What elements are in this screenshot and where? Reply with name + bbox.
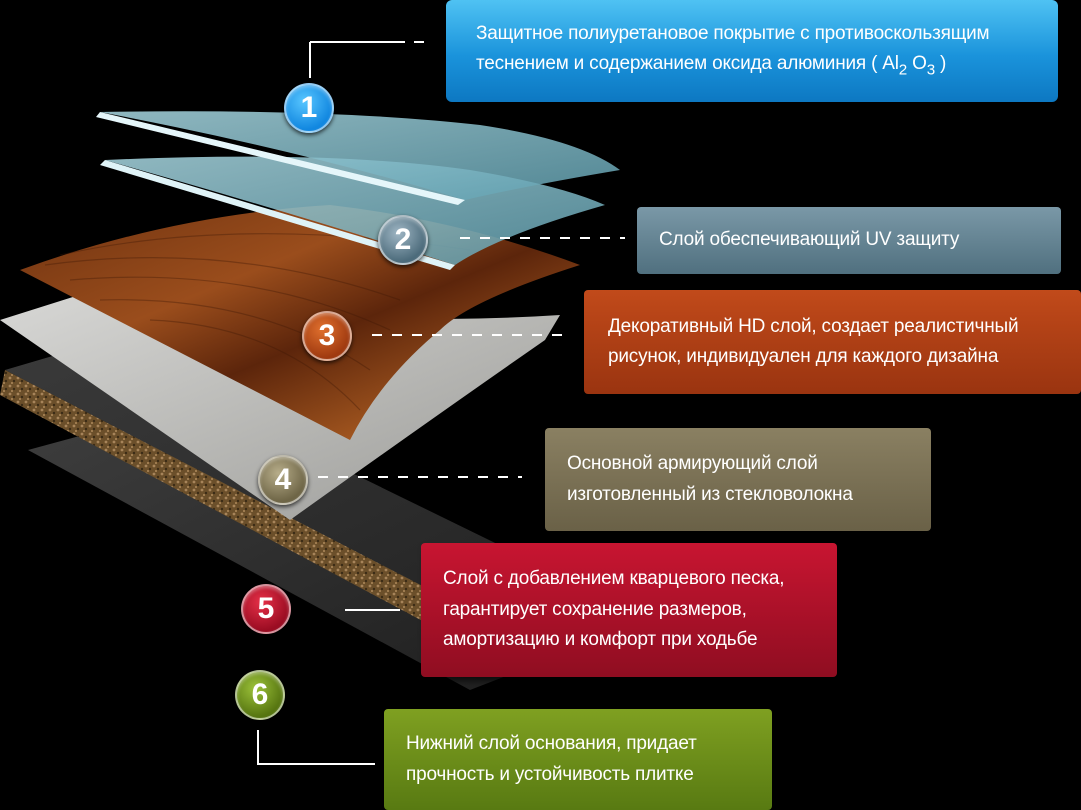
layer-1-number-badge: 1 [284,83,334,133]
callout-layer-1: Защитное полиуретановое покрытие с проти… [446,0,1058,102]
callout-3-line-2: рисунок, индивидуален для каждого дизайн… [608,346,999,367]
callout-1-sub-1: 2 [898,61,908,79]
callout-1-line-2-text: теснением и содержанием оксида алюминия … [476,53,899,75]
layer-2-edge [100,160,455,270]
layer-5-edge [0,370,440,625]
callout-2-line-1: Слой обеспечивающий UV защиту [659,229,960,251]
layer-2-number-badge: 2 [378,215,428,265]
callout-layer-3: Декоративный HD слой, создает реалистичн… [584,290,1081,394]
callout-layer-5: Слой с добавлением кварцевого песка, гар… [421,543,837,677]
callout-1-line-2: теснением и содержанием оксида алюминия … [476,49,989,83]
callout-4-line-1: Основной армирующий слой [567,453,818,475]
callout-layer-2: Слой обеспечивающий UV защиту [637,207,1061,274]
callout-5-line-2: гарантирует сохранение размеров, [443,598,747,620]
layer-5-number-badge: 5 [241,584,291,634]
leader-6 [257,730,375,765]
layer-3-number-badge: 3 [302,311,352,361]
callout-4-line-2: изготовленный из стекловолокна [567,483,853,505]
callout-1-sub-2: 3 [926,61,935,79]
callout-5-line-3: амортизацию и комфорт при ходьбе [443,629,758,651]
callout-1-line-1: Защитное полиуретановое покрытие с проти… [476,22,990,44]
callout-5-line-1: Слой с добавлением кварцевого песка, [443,568,785,590]
callout-1-line-2-end: ) [934,53,947,75]
callout-layer-6: Нижний слой основания, придает прочность… [384,709,772,810]
callout-6-line-2: прочность и устойчивость плитке [406,763,694,785]
callout-layer-4: Основной армирующий слой изготовленный и… [545,428,931,531]
callout-6-line-1: Нижний слой основания, придает [406,733,697,755]
leader-lines [257,41,625,765]
callout-1-line-2-mid: O [907,53,927,75]
layer-1-pu-film [100,111,620,200]
callout-3-line-1: Декоративный HD слой, создает реалистичн… [608,315,1019,337]
layer-6-number-badge: 6 [235,670,285,720]
layer-4-number-badge: 4 [258,455,308,505]
layer-1-edge [96,112,465,205]
leader-1 [309,41,424,78]
